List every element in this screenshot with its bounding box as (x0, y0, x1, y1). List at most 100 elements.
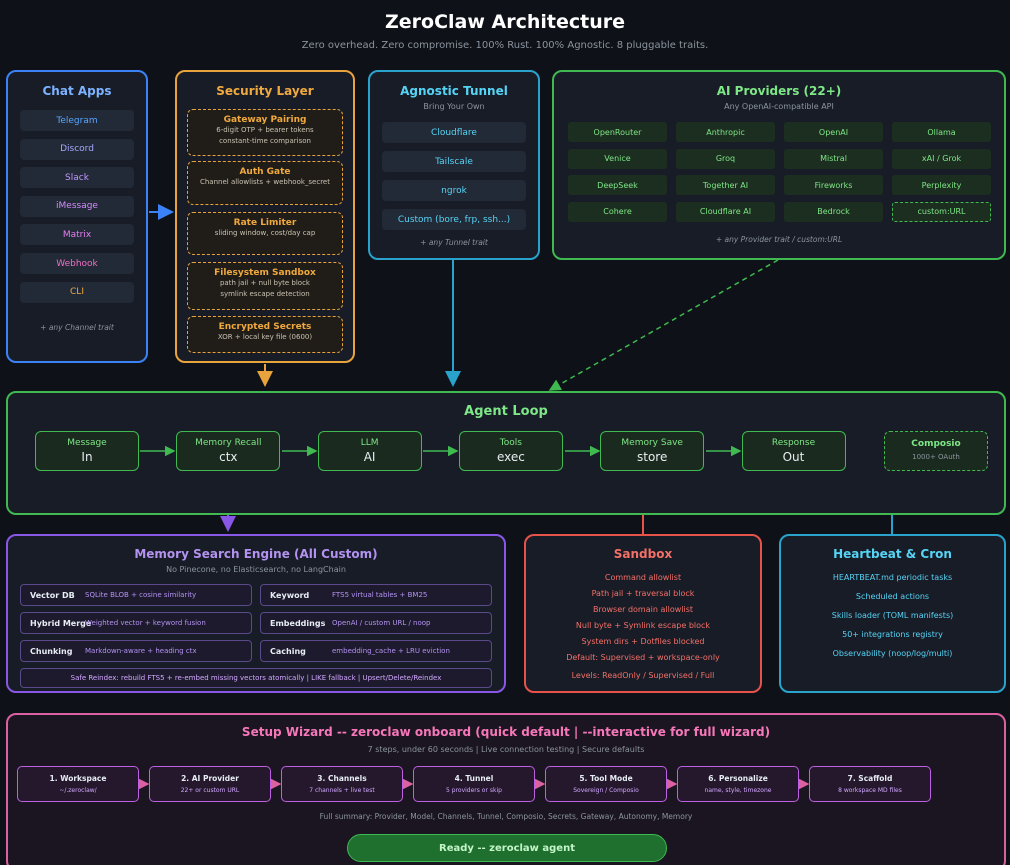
sandbox-line: Null byte + Symlink escape block (575, 621, 711, 630)
memory-cell-key: Hybrid Merge (30, 618, 92, 628)
chat-apps-note: + any Channel trait (40, 323, 114, 332)
stage-title: Memory Save (621, 438, 683, 448)
tunnel-note: + any Tunnel trait (420, 238, 488, 247)
provider-custom-url[interactable]: custom:URL (892, 201, 991, 222)
stage-title: Tools (499, 438, 522, 448)
provider-cohere[interactable]: Cohere (568, 201, 667, 222)
provider-xai-grok[interactable]: xAI / Grok (892, 148, 991, 169)
page-subtitle: Zero overhead. Zero compromise. 100% Rus… (301, 40, 709, 51)
provider-openai[interactable]: OpenAI (784, 122, 883, 142)
stage-value: exec (496, 450, 525, 464)
ready-button-label: Ready -- zeroclaw agent (439, 842, 575, 854)
heartbeat-panel: Heartbeat & Cron HEARTBEAT.md periodic t… (779, 534, 1006, 693)
security-item-title: Gateway Pairing (223, 115, 307, 125)
tunnel-item-ngrok[interactable]: ngrok (382, 180, 526, 201)
stage-value: ctx (219, 450, 238, 464)
provider-anthropic[interactable]: Anthropic (676, 122, 775, 142)
wizard-step-desc: name, style, timezone (704, 787, 772, 794)
wizard-step-3[interactable]: 3. Channels 7 channels + live test (281, 766, 403, 802)
chat-app-matrix[interactable]: Matrix (20, 224, 134, 246)
wizard-step-desc: 22+ or custom URL (180, 787, 240, 794)
provider-ollama[interactable]: Ollama (892, 122, 991, 142)
composio-desc: 1000+ OAuth (912, 453, 960, 461)
wizard-step-desc: Sovereign / Composio (573, 787, 639, 794)
stage-title: Memory Recall (195, 438, 262, 448)
heartbeat-line: Scheduled actions (855, 592, 930, 601)
provider-mistral[interactable]: Mistral (784, 148, 883, 169)
security-item-title: Rate Limiter (233, 218, 297, 228)
memory-cell-key: Chunking (30, 646, 73, 656)
chat-app-cli[interactable]: CLI (20, 281, 134, 303)
wizard-step-title: 3. Channels (317, 774, 367, 783)
provider-cloudflare-ai[interactable]: Cloudflare AI (676, 201, 775, 222)
chat-app-discord[interactable]: Discord (20, 138, 134, 160)
wizard-step-desc: 8 workspace MD files (838, 787, 902, 794)
wizard-step-title: 2. AI Provider (181, 774, 239, 783)
tunnel-panel: Agnostic Tunnel Bring Your Own Cloudflar… (368, 70, 540, 260)
provider-venice[interactable]: Venice (568, 148, 667, 169)
memory-cell-chunking: Chunking Markdown-aware + heading ctx (20, 640, 252, 662)
security-item-desc: 6-digit OTP + bearer tokens (216, 126, 314, 134)
security-item-title: Filesystem Sandbox (214, 268, 316, 278)
sandbox-line: Levels: ReadOnly / Supervised / Full (571, 671, 715, 680)
wizard-step-title: 5. Tool Mode (579, 774, 633, 783)
memory-cell-value: Weighted vector + keyword fusion (85, 619, 206, 627)
provider-groq[interactable]: Groq (676, 148, 775, 169)
tunnel-item-tailscale[interactable]: Tailscale (382, 151, 526, 172)
security-item-title: Auth Gate (239, 167, 291, 177)
provider-fireworks[interactable]: Fireworks (784, 175, 883, 195)
sandbox-title: Sandbox (613, 547, 673, 561)
provider-openrouter[interactable]: OpenRouter (568, 122, 667, 142)
chat-app-telegram[interactable]: Telegram (20, 110, 134, 131)
security-item-desc: Channel allowlists + webhook_secret (199, 178, 330, 186)
provider-perplexity[interactable]: Perplexity (892, 175, 991, 195)
heartbeat-line: HEARTBEAT.md periodic tasks (832, 573, 953, 582)
provider-deepseek[interactable]: DeepSeek (568, 175, 667, 195)
agent-loop-title: Agent Loop (464, 404, 548, 419)
wizard-panel: Setup Wizard -- zeroclaw onboard (quick … (6, 713, 1006, 865)
memory-cell-key: Embeddings (270, 618, 326, 628)
provider-together-ai[interactable]: Together AI (676, 175, 775, 195)
sandbox-line: Default: Supervised + workspace-only (566, 653, 720, 662)
wizard-step-1[interactable]: 1. Workspace~/.zeroclaw/ (17, 766, 139, 802)
memory-footer: Safe Reindex: rebuild FTS5 + re-embed mi… (20, 668, 492, 688)
wizard-step-2[interactable]: 2. AI Provider 22+ or custom URL (149, 766, 271, 802)
chat-app-imessage[interactable]: iMessage (20, 195, 134, 217)
security-item-title: Encrypted Secrets (218, 322, 312, 332)
sandbox-line: System dirs + Dotfiles blocked (581, 637, 705, 646)
composio-title: Composio (911, 439, 961, 449)
providers-note: + any Provider trait / custom:URL (715, 235, 843, 244)
wizard-step-title: 4. Tunnel (454, 774, 494, 783)
stage-title: Response (771, 438, 816, 448)
memory-cell-value: FTS5 virtual tables + BM25 (332, 591, 428, 599)
memory-cell-value: Markdown-aware + heading ctx (85, 647, 197, 655)
chat-app-webhook[interactable]: Webhook (20, 253, 134, 274)
tunnel-title: Agnostic Tunnel (400, 84, 508, 98)
stage-tools: Tools exec (458, 431, 563, 471)
tunnel-item-cloudflare[interactable]: Cloudflare (382, 122, 526, 143)
providers-panel: AI Providers (22+) Any OpenAI-compatible… (552, 70, 1006, 260)
tunnel-item-custom-bore-frp-ssh[interactable]: Custom (bore, frp, ssh...) (382, 209, 526, 230)
provider-bedrock[interactable]: Bedrock (784, 201, 883, 222)
stage-title: LLM (360, 438, 379, 448)
ready-button[interactable]: Ready -- zeroclaw agent (347, 834, 667, 862)
wizard-step-desc: 7 channels + live test (309, 787, 375, 794)
chat-app-slack[interactable]: Slack (20, 167, 134, 189)
